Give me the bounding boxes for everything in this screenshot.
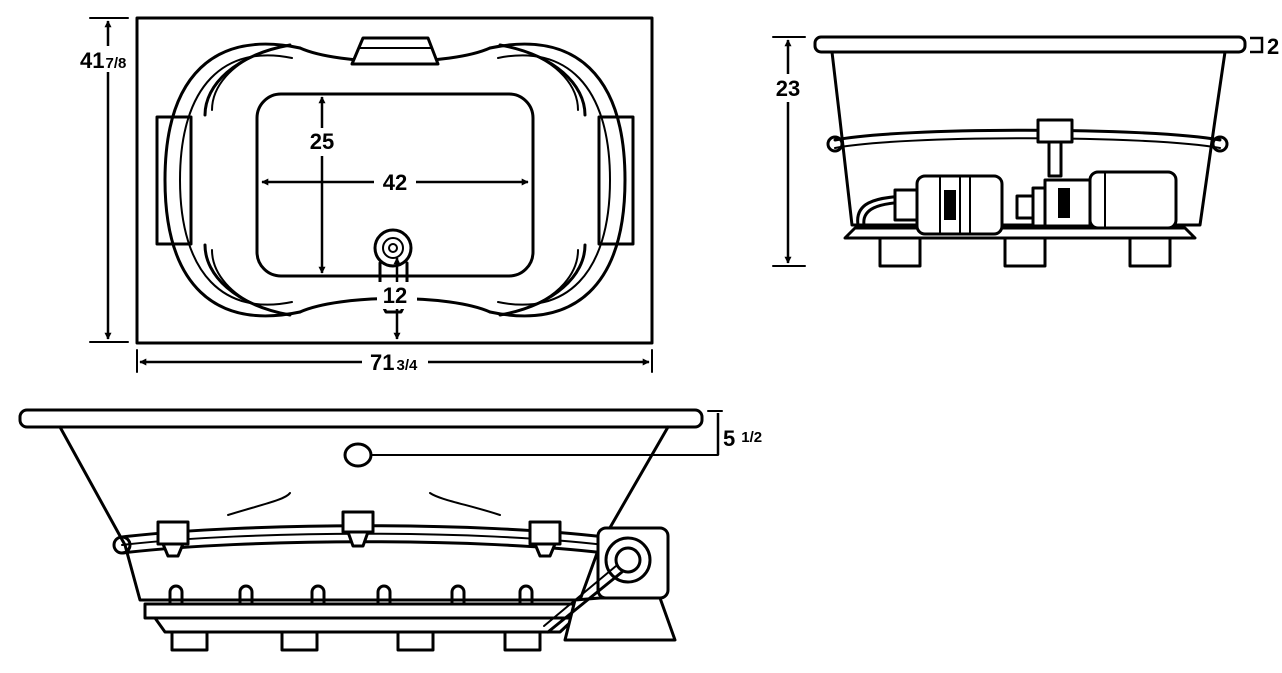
end-tee-fitting xyxy=(1036,118,1074,144)
air-jets-row xyxy=(168,584,534,607)
side-base-frame xyxy=(143,602,587,620)
side-rim xyxy=(18,408,704,429)
drain-height-whole: 5 xyxy=(723,426,735,451)
drain-height-label: 5 1/2 xyxy=(723,426,762,451)
side-body xyxy=(58,425,670,602)
side-view: 5 1/2 xyxy=(18,408,762,652)
end-view: 23 2 xyxy=(770,34,1279,268)
height-label: 23 xyxy=(776,76,800,101)
overall-width-whole: 71 xyxy=(370,350,394,375)
drain-offset-label: 12 xyxy=(383,283,407,308)
rim-thickness-label: 2 xyxy=(1267,34,1279,59)
tub-outline-top xyxy=(135,16,654,345)
pump-motor-icon xyxy=(1015,170,1178,230)
overall-depth-label: 417/8 xyxy=(80,48,126,73)
armrest-left xyxy=(155,115,193,246)
left-end-shell xyxy=(163,42,302,318)
pipe-clamp xyxy=(156,520,190,546)
overflow-icon xyxy=(343,442,373,468)
drain-height-fraction: 1/2 xyxy=(741,429,762,446)
right-end-shell xyxy=(488,42,627,318)
overall-width-fraction: 3/4 xyxy=(396,357,418,374)
end-rim xyxy=(813,35,1247,54)
pipe-clamp xyxy=(341,510,375,534)
basin-length-label: 25 xyxy=(310,129,334,154)
pipe-clamp xyxy=(528,520,562,546)
side-pump-icon xyxy=(543,526,677,642)
overall-depth-whole: 41 xyxy=(80,48,104,73)
end-body xyxy=(830,50,1227,227)
blower-motor-icon xyxy=(856,174,1004,236)
armrest-right xyxy=(597,115,635,246)
pillow-top xyxy=(350,36,440,66)
overall-depth-fraction: 7/8 xyxy=(105,55,126,72)
basin-width-label: 42 xyxy=(383,170,407,195)
